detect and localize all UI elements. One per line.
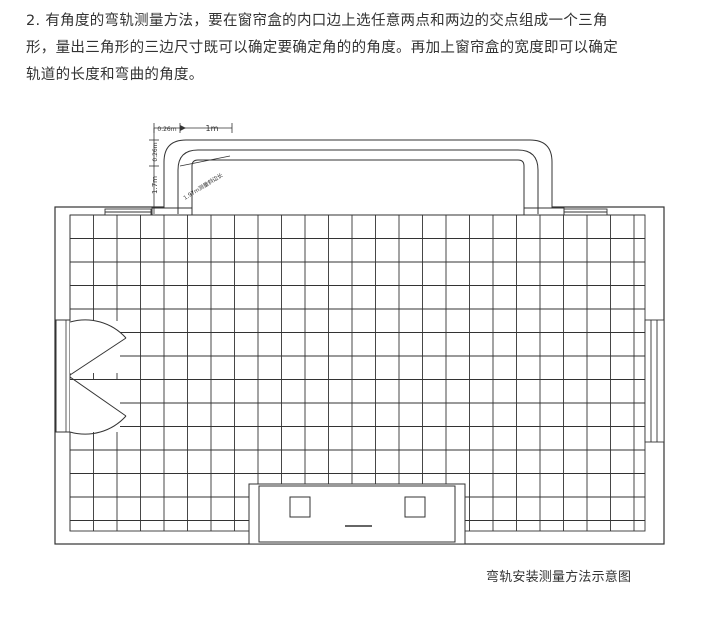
curved-track-diagram: 0.26m 1m 0.26m 1.7m 1.97m测量斜边长 bbox=[54, 123, 665, 545]
dim-side-long: 1.7m bbox=[151, 176, 159, 194]
diagram-caption: 弯轨安装测量方法示意图 bbox=[486, 570, 632, 585]
paragraph-line-1: 2. 有角度的弯轨测量方法，要在窗帘盒的内口边上选任意两点和两边的交点组成一个三… bbox=[26, 13, 608, 29]
door-swing bbox=[69, 319, 127, 435]
bottom-cabinet bbox=[248, 483, 466, 545]
dim-top-short: 0.26m bbox=[157, 126, 176, 133]
door-opening bbox=[55, 319, 71, 433]
paragraph-line-3: 轨道的长度和弯曲的角度。 bbox=[26, 67, 204, 83]
curtain-box bbox=[151, 139, 565, 216]
curved-track bbox=[177, 149, 539, 214]
description-paragraph: 2. 有角度的弯轨测量方法，要在窗帘盒的内口边上选任意两点和两边的交点组成一个三… bbox=[26, 8, 686, 89]
right-window bbox=[644, 319, 665, 443]
dimension-arrow bbox=[180, 125, 186, 131]
paragraph-line-2: 形，量出三角形的三边尺寸既可以确定要确定角的的角度。再加上窗帘盒的宽度即可以确定 bbox=[26, 40, 618, 56]
dim-top-long: 1m bbox=[206, 124, 219, 133]
dim-side-short: 0.26m bbox=[152, 142, 159, 161]
dimension-lines bbox=[149, 123, 233, 214]
